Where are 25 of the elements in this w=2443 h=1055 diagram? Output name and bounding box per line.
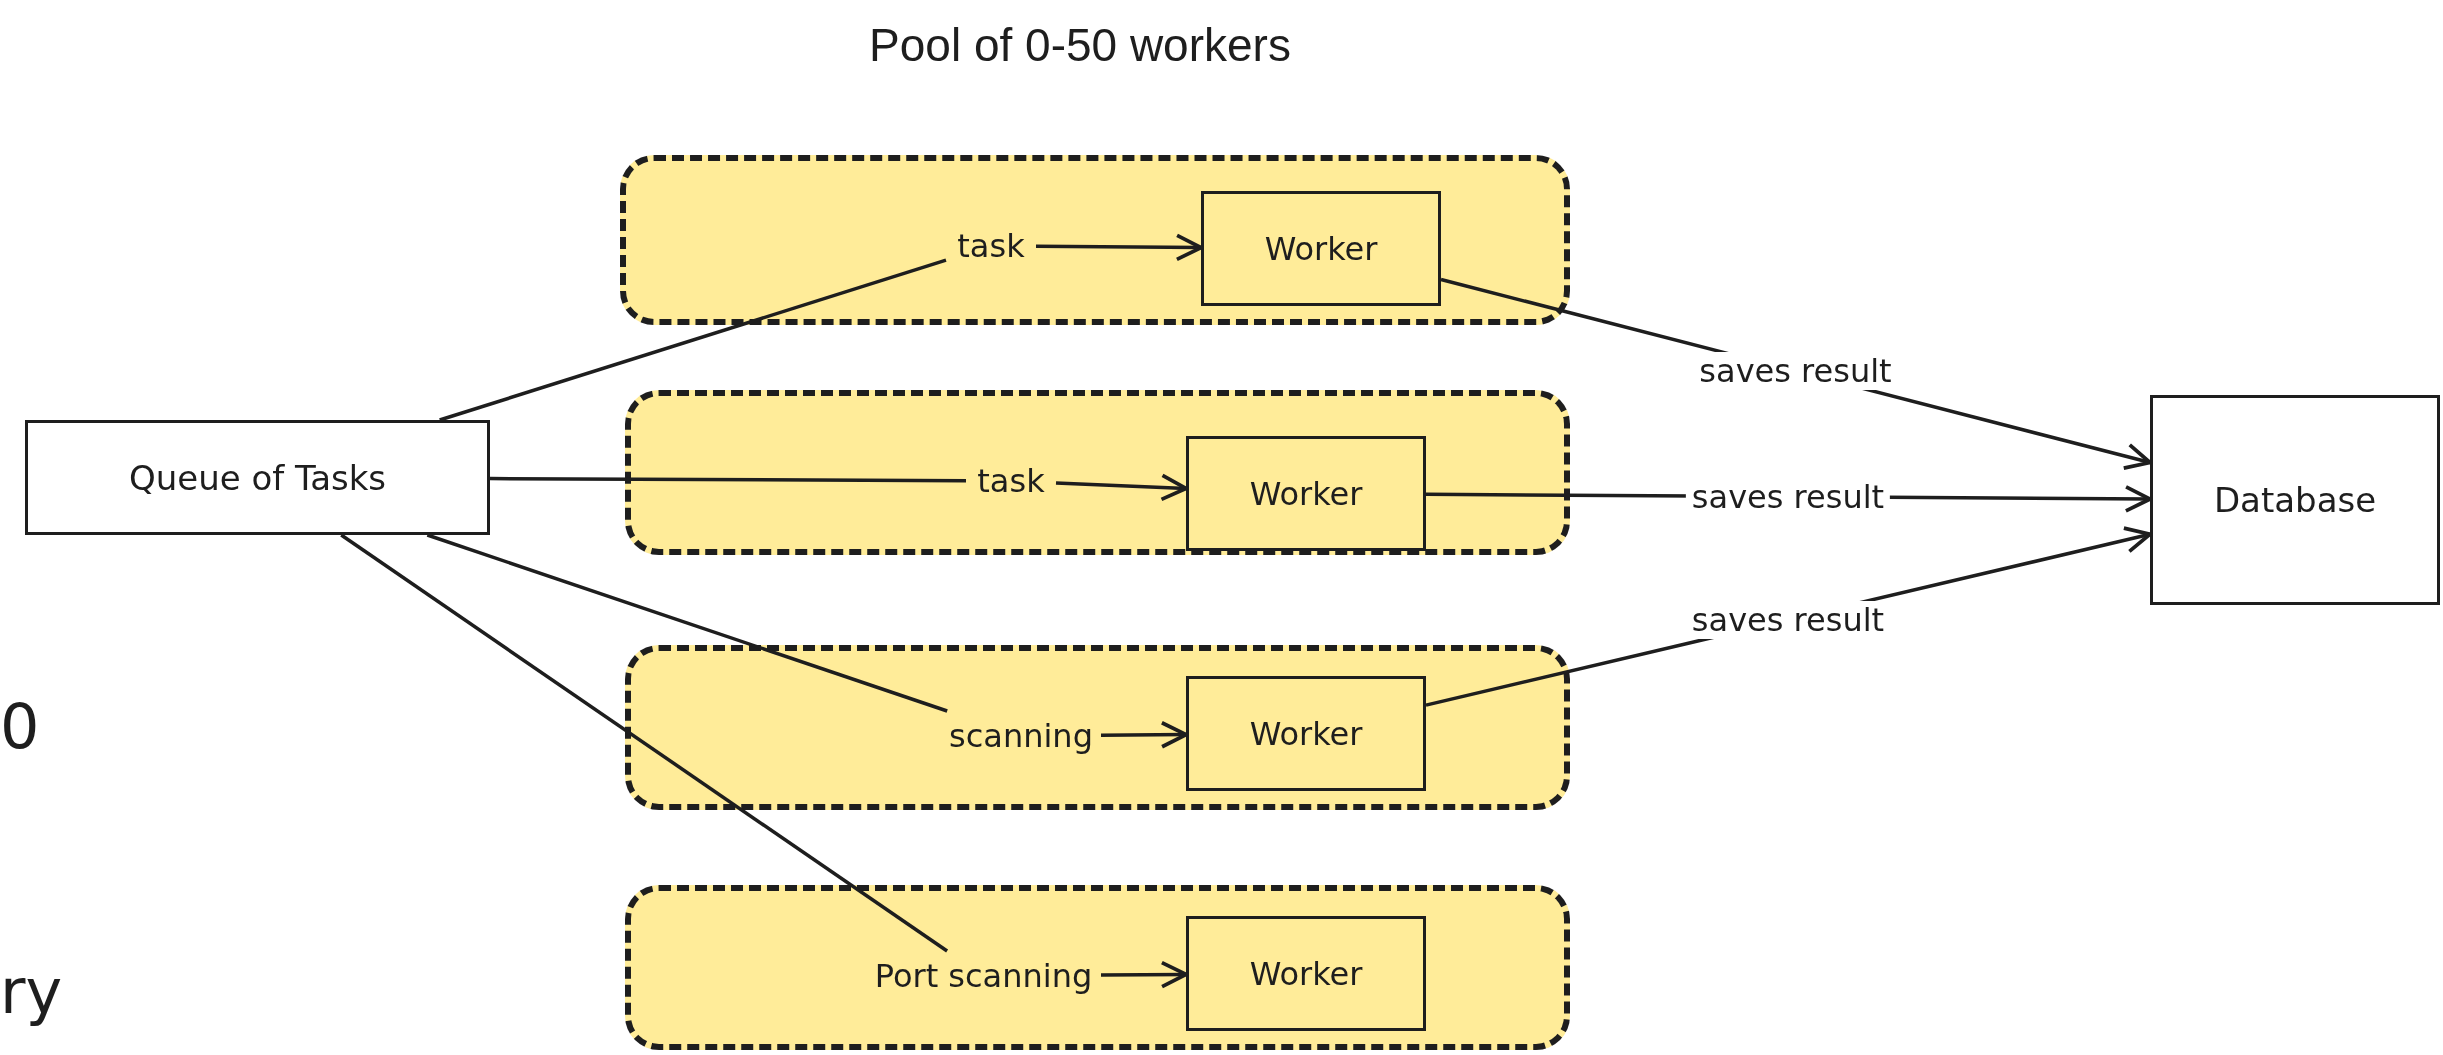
arrow (1101, 720, 1188, 749)
task-label: task (946, 221, 1036, 271)
process-box: Database (2150, 395, 2440, 605)
process-box: Worker (1186, 436, 1426, 551)
connector-line (426, 533, 948, 713)
group-band (625, 390, 1570, 555)
diagram-title: Pool of 0-50 workers (868, 18, 1292, 72)
connector-line (490, 476, 966, 483)
process-box: Queue of Tasks (25, 420, 490, 535)
text-fragment: ry (0, 955, 63, 1028)
process-box: Worker (1186, 916, 1426, 1031)
arrow (1055, 473, 1188, 502)
group-band (625, 885, 1570, 1050)
process-box: Worker (1186, 676, 1426, 791)
arrow (1101, 960, 1188, 989)
group-band (620, 155, 1570, 325)
connector-line (340, 533, 949, 953)
arrow (1036, 233, 1203, 262)
group-band (625, 645, 1570, 810)
text-fragment: 0 (0, 690, 40, 763)
task-label: Port scanning (866, 951, 1101, 1001)
process-box: Worker (1201, 191, 1441, 306)
task-label: scanning (941, 711, 1101, 761)
connector-line (439, 258, 947, 422)
task-label: task (966, 456, 1056, 506)
